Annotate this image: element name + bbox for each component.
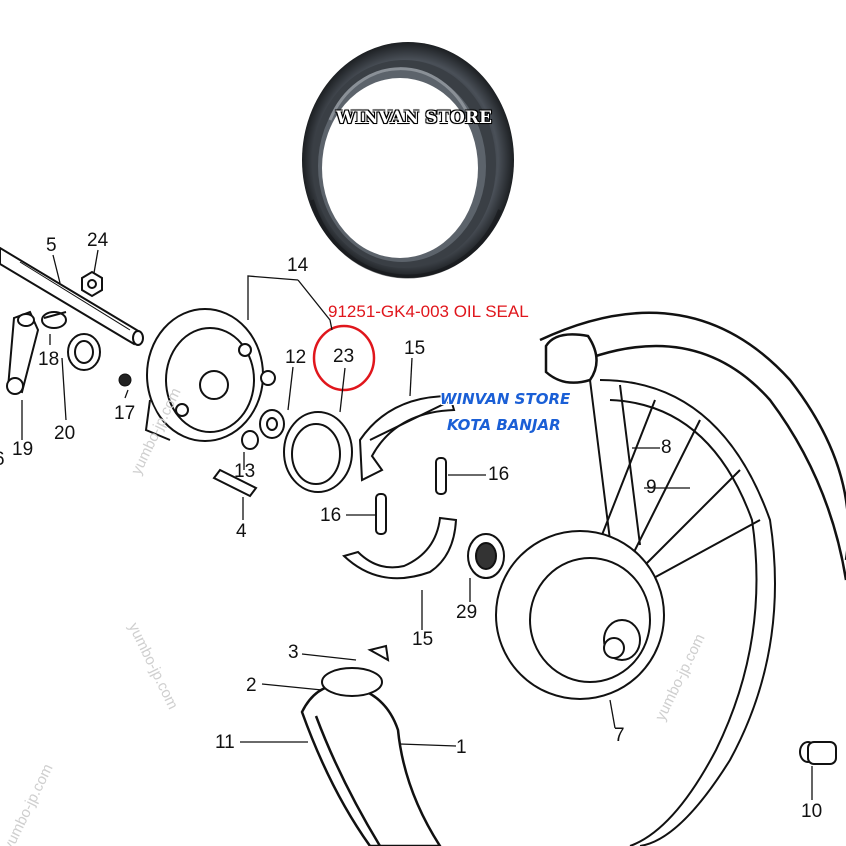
brake-panel-part (144, 308, 276, 442)
axle-part (0, 246, 144, 346)
store-city-label: KOTA BANJAR (447, 416, 561, 434)
callout-12: 12 (285, 347, 307, 368)
wheel-rim (599, 379, 776, 846)
callout-15-upper: 15 (404, 338, 426, 359)
callout-19: 19 (12, 439, 34, 460)
callout-6: 6 (0, 450, 5, 469)
seal-washer-part (241, 409, 285, 450)
callout-20: 20 (54, 423, 76, 444)
part-number-label: 91251-GK4-003 OIL SEAL (328, 302, 529, 321)
callout-23: 23 (333, 346, 355, 367)
callout-13: 13 (234, 461, 256, 482)
brake-arm-part (6, 310, 67, 395)
axle-nut-part (799, 741, 837, 765)
oil-seal-photo (302, 42, 514, 279)
callout-2: 2 (246, 675, 257, 696)
callout-17: 17 (114, 403, 136, 424)
callout-11: 11 (215, 732, 235, 753)
callout-29: 29 (456, 602, 478, 623)
callout-8: 8 (661, 437, 672, 458)
valve-cap-part (321, 644, 390, 697)
brake-cam-part (212, 468, 258, 498)
callout-16-left: 16 (320, 505, 342, 526)
callout-9: 9 (646, 477, 657, 498)
highlight-circle (312, 324, 376, 392)
brake-shoe-upper (358, 394, 456, 482)
wheel-hub-part (495, 530, 665, 700)
wheel-spokes (589, 379, 761, 581)
callout-1: 1 (456, 737, 467, 758)
callout-7: 7 (614, 725, 625, 746)
brake-shoe-lower (342, 516, 458, 580)
callout-5: 5 (46, 235, 57, 256)
callout-15-lower: 15 (412, 629, 434, 650)
store-name-label: WINVAN STORE (440, 390, 571, 408)
nut-part (81, 270, 103, 298)
spring-16-parts (375, 457, 447, 535)
callout-14: 14 (287, 255, 309, 276)
callout-10: 10 (801, 801, 823, 822)
callout-24: 24 (87, 230, 109, 251)
bearing-part (467, 533, 505, 579)
seal-photo-store-overlay: WINVAN STORE (336, 108, 492, 128)
leader-lines (21, 249, 813, 800)
oil-seal-drawing (283, 411, 353, 493)
small-nut-part (118, 373, 132, 387)
callout-18: 18 (38, 349, 60, 370)
spring-part (67, 333, 101, 371)
callout-16-right: 16 (488, 464, 510, 485)
lower-tire-part (300, 683, 442, 846)
callout-4: 4 (236, 521, 247, 542)
callout-3: 3 (288, 642, 299, 663)
